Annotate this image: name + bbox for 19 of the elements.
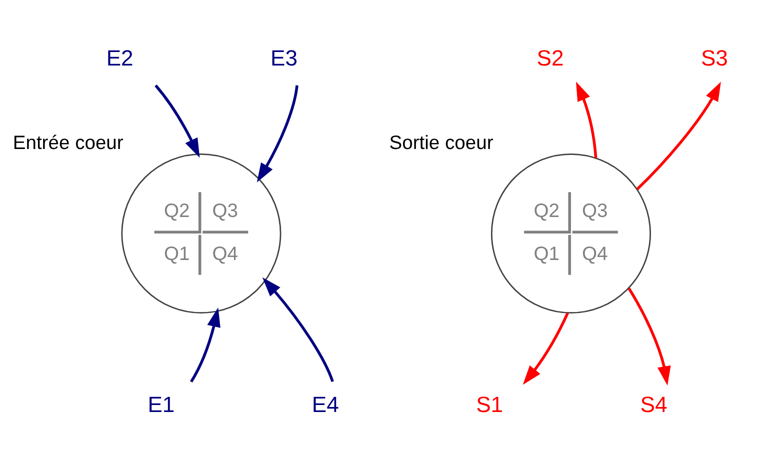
- node-text: E3: [270, 45, 298, 70]
- node-text: E1: [148, 391, 175, 416]
- node-text: E4: [312, 391, 339, 416]
- node-text: S1: [476, 391, 504, 416]
- arrow: [636, 81, 721, 190]
- node-label: Entrée coeur: [12, 132, 124, 154]
- node-circle: Q2 Q3 Q1 Q4: [490, 152, 651, 314]
- arrow: [190, 307, 220, 382]
- arrow: [262, 276, 334, 382]
- arrow: [154, 84, 200, 158]
- node-text: S3: [700, 45, 728, 70]
- node-label: Sortie coeur: [389, 132, 494, 154]
- arrow: [628, 287, 671, 386]
- node-text: S4: [640, 391, 668, 416]
- node-text: E2: [106, 45, 134, 70]
- arrow: [256, 84, 298, 182]
- node-text: S2: [536, 45, 564, 70]
- arrow: [522, 312, 569, 384]
- arrow: [576, 81, 598, 158]
